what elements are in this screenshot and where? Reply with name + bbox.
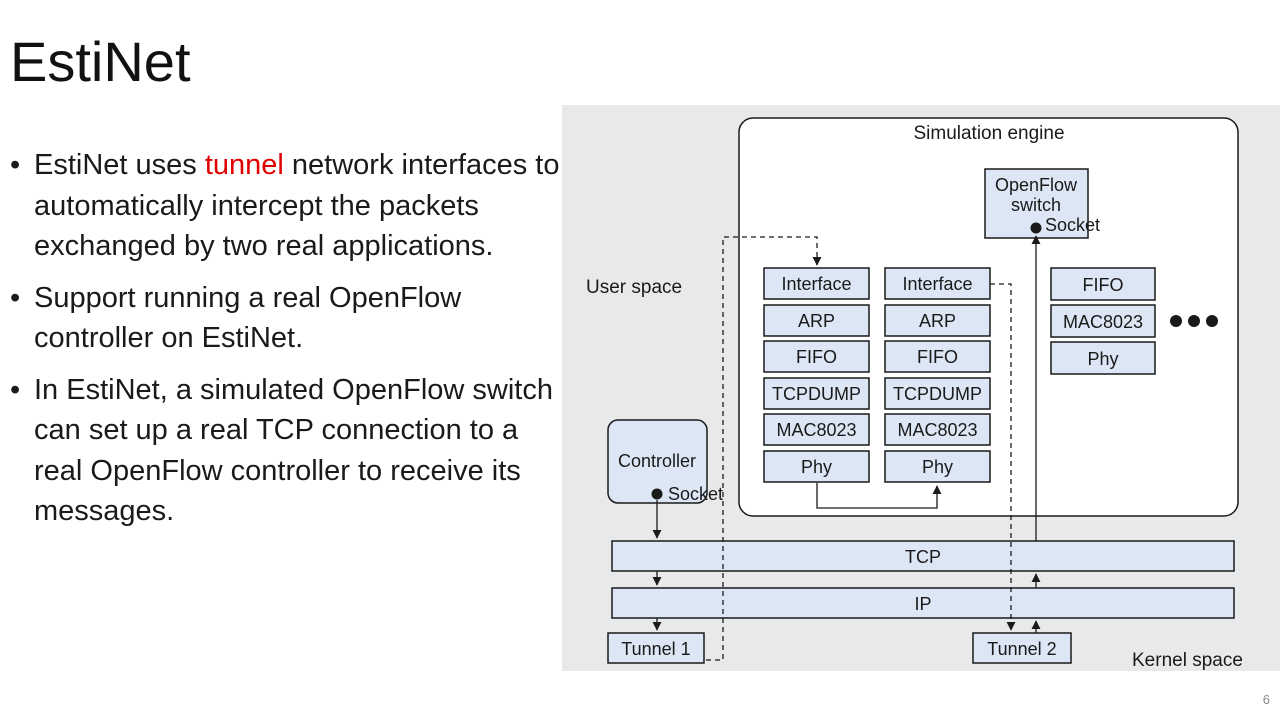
kernel-space-label: Kernel space bbox=[1132, 650, 1243, 671]
stack-layer-box bbox=[884, 304, 991, 337]
stack-layer-label: Interface bbox=[781, 274, 851, 294]
simulation-engine-label: Simulation engine bbox=[913, 123, 1064, 144]
phy-link-connector bbox=[816, 483, 942, 509]
diagram-svg: Simulation engine User space Kernel spac… bbox=[586, 117, 1243, 671]
stack-layer-label: ARP bbox=[919, 311, 956, 331]
user-space-label: User space bbox=[586, 277, 682, 298]
stack-layer-label: MAC8023 bbox=[776, 420, 856, 440]
bullet-item: • EstiNet uses tunnel network interfaces… bbox=[10, 145, 560, 267]
stack-layer-label: MAC8023 bbox=[897, 420, 977, 440]
dashed-connector-interface-tunnel2 bbox=[990, 283, 1016, 631]
tunnel-1-box bbox=[607, 632, 705, 664]
protocol-stack-third: FIFO MAC8023 Phy bbox=[1050, 267, 1156, 375]
bullet-dot: • bbox=[10, 281, 21, 314]
stack-layer-label: TCPDUMP bbox=[772, 384, 861, 404]
socket-label: Socket bbox=[1045, 215, 1100, 235]
openflow-switch-label: switch bbox=[1011, 195, 1061, 215]
tcp-layer-label: TCP bbox=[905, 547, 941, 567]
stack-layer-label: FIFO bbox=[796, 347, 837, 367]
ellipsis-dot bbox=[1206, 315, 1218, 327]
bullet-text: Support running a real OpenFlow controll… bbox=[34, 281, 462, 355]
stack-layer-box bbox=[1050, 341, 1156, 375]
bullet-text: EstiNet uses bbox=[34, 149, 205, 181]
bullet-text: In EstiNet, a simulated OpenFlow switch … bbox=[34, 373, 553, 528]
ellipsis-dot bbox=[1170, 315, 1182, 327]
controller-label: Controller bbox=[618, 451, 696, 471]
stack-layer-box bbox=[884, 267, 991, 300]
stack-layer-box bbox=[763, 377, 870, 410]
stack-layer-box bbox=[763, 304, 870, 337]
tunnel-1-label: Tunnel 1 bbox=[621, 639, 690, 659]
ellipsis-dot bbox=[1188, 315, 1200, 327]
stack-layer-label: Phy bbox=[1087, 349, 1118, 369]
bullet-item: • In EstiNet, a simulated OpenFlow switc… bbox=[10, 370, 560, 532]
stack-layer-box bbox=[1050, 267, 1156, 301]
ip-layer-label: IP bbox=[914, 594, 931, 614]
stack-layer-label: ARP bbox=[798, 311, 835, 331]
stack-layer-label: Phy bbox=[801, 457, 832, 477]
slide-number: 6 bbox=[1262, 692, 1270, 707]
stack-layer-label: MAC8023 bbox=[1063, 312, 1143, 332]
ip-layer-bar bbox=[611, 587, 1235, 619]
socket-dot bbox=[1030, 222, 1042, 234]
tunnel-2-label: Tunnel 2 bbox=[987, 639, 1056, 659]
stack-layer-box bbox=[884, 413, 991, 446]
tcp-layer-bar bbox=[611, 540, 1235, 572]
protocol-stack-left: Interface ARP FIFO TCPDUMP MAC8023 Phy bbox=[763, 267, 870, 483]
bullet-list: • EstiNet uses tunnel network interfaces… bbox=[10, 145, 560, 543]
protocol-stack-right: Interface ARP FIFO TCPDUMP MAC8023 Phy bbox=[884, 267, 991, 483]
stack-layer-label: FIFO bbox=[917, 347, 958, 367]
highlight-word: tunnel bbox=[204, 149, 284, 181]
tunnel-2-box bbox=[972, 632, 1072, 664]
bullet-dot: • bbox=[10, 373, 21, 406]
stack-layer-label: FIFO bbox=[1083, 275, 1124, 295]
openflow-switch-label: OpenFlow bbox=[995, 175, 1078, 195]
bullet-dot: • bbox=[10, 149, 21, 181]
socket-dot bbox=[651, 488, 663, 500]
stack-layer-box bbox=[884, 377, 991, 410]
stack-layer-box bbox=[763, 267, 870, 300]
stack-layer-box bbox=[884, 450, 991, 483]
stack-layer-box bbox=[1050, 304, 1156, 338]
stack-layer-box bbox=[763, 413, 870, 446]
stack-layer-box bbox=[763, 450, 870, 483]
bullet-text: network interfaces to automatically inte… bbox=[34, 149, 560, 262]
architecture-diagram: Simulation engine User space Kernel spac… bbox=[562, 105, 1280, 671]
bullet-item: • Support running a real OpenFlow contro… bbox=[10, 278, 560, 359]
stack-layer-label: TCPDUMP bbox=[893, 384, 982, 404]
stack-layer-label: Interface bbox=[902, 274, 972, 294]
slide-title: EstiNet bbox=[10, 30, 191, 93]
stack-layer-box bbox=[763, 340, 870, 373]
dashed-connector-tunnel1-interface bbox=[706, 236, 822, 661]
socket-label: Socket bbox=[668, 484, 723, 504]
stack-layer-label: Phy bbox=[922, 457, 953, 477]
stack-layer-box bbox=[884, 340, 991, 373]
